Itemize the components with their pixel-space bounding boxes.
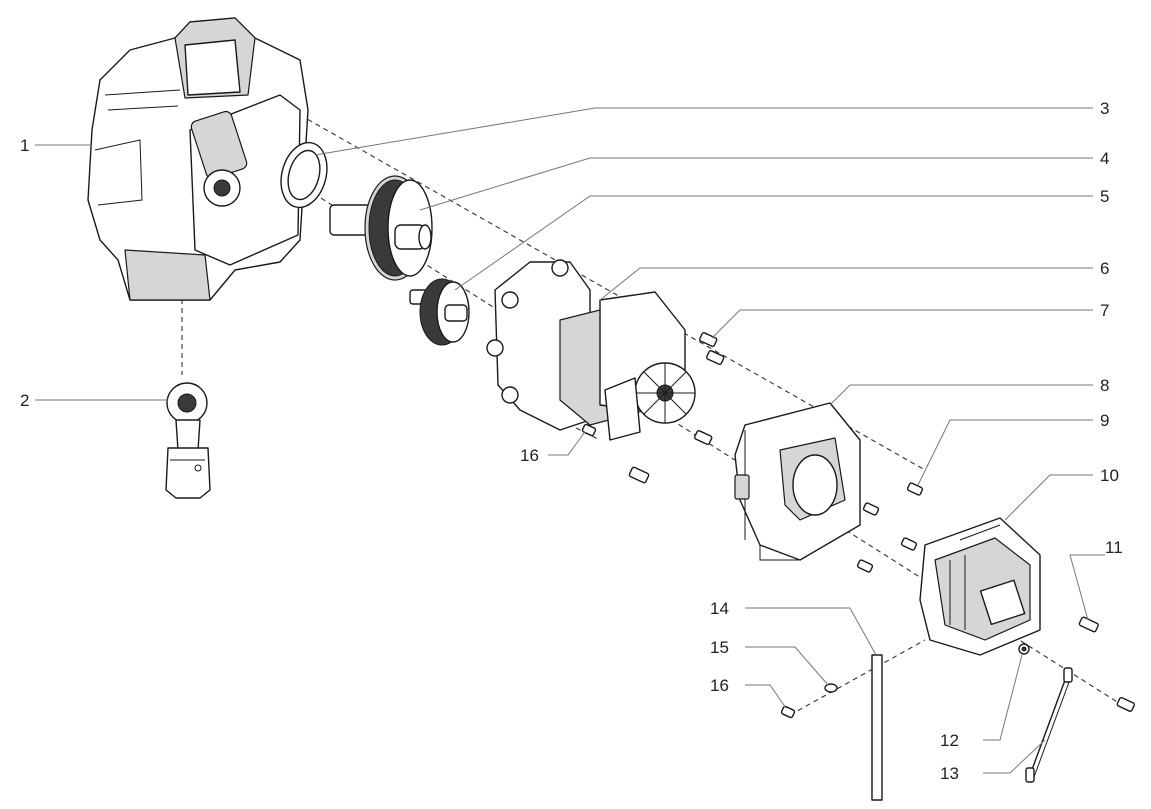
part-12-washer bbox=[1018, 643, 1030, 655]
callout-12: 12 bbox=[940, 731, 959, 750]
part-2-connecting-rod bbox=[165, 382, 211, 499]
callout-4: 4 bbox=[1100, 149, 1109, 168]
callout-10: 10 bbox=[1100, 466, 1119, 485]
callout-11: 11 bbox=[1105, 538, 1123, 557]
callout-14: 14 bbox=[710, 599, 729, 618]
callout-13: 13 bbox=[940, 764, 959, 783]
part-6-motor bbox=[486, 259, 696, 441]
callout-1: 1 bbox=[20, 136, 29, 155]
callout-8: 8 bbox=[1100, 376, 1109, 395]
part-10-control-board bbox=[919, 517, 1041, 656]
part-9-screws bbox=[856, 482, 924, 573]
part-7-screws bbox=[581, 332, 725, 484]
callout-3: 3 bbox=[1100, 99, 1109, 118]
callout-16-lower: 16 bbox=[710, 676, 729, 695]
part-16-screws bbox=[780, 705, 796, 719]
leader-lines bbox=[35, 107, 1105, 774]
part-screw-end bbox=[1116, 696, 1135, 712]
part-11-screw bbox=[1078, 616, 1099, 633]
part-15-washer bbox=[824, 683, 838, 693]
part-3-gasket bbox=[280, 141, 328, 209]
part-13-wire bbox=[1025, 667, 1073, 783]
callout-16-upper: 16 bbox=[520, 446, 539, 465]
callout-labels: 1 2 3 4 5 6 7 8 9 10 11 12 13 14 15 16 1… bbox=[20, 99, 1123, 783]
callout-5: 5 bbox=[1100, 187, 1109, 206]
part-5-pinion-gear bbox=[409, 278, 470, 346]
part-4-large-gear bbox=[329, 175, 433, 281]
part-8-bracket bbox=[734, 402, 861, 561]
callout-6: 6 bbox=[1100, 259, 1109, 278]
callout-15: 15 bbox=[710, 638, 729, 657]
callout-7: 7 bbox=[1100, 301, 1109, 320]
part-1-housing bbox=[87, 17, 309, 301]
part-14-strip bbox=[871, 654, 883, 801]
callout-2: 2 bbox=[20, 391, 29, 410]
callout-9: 9 bbox=[1100, 411, 1109, 430]
